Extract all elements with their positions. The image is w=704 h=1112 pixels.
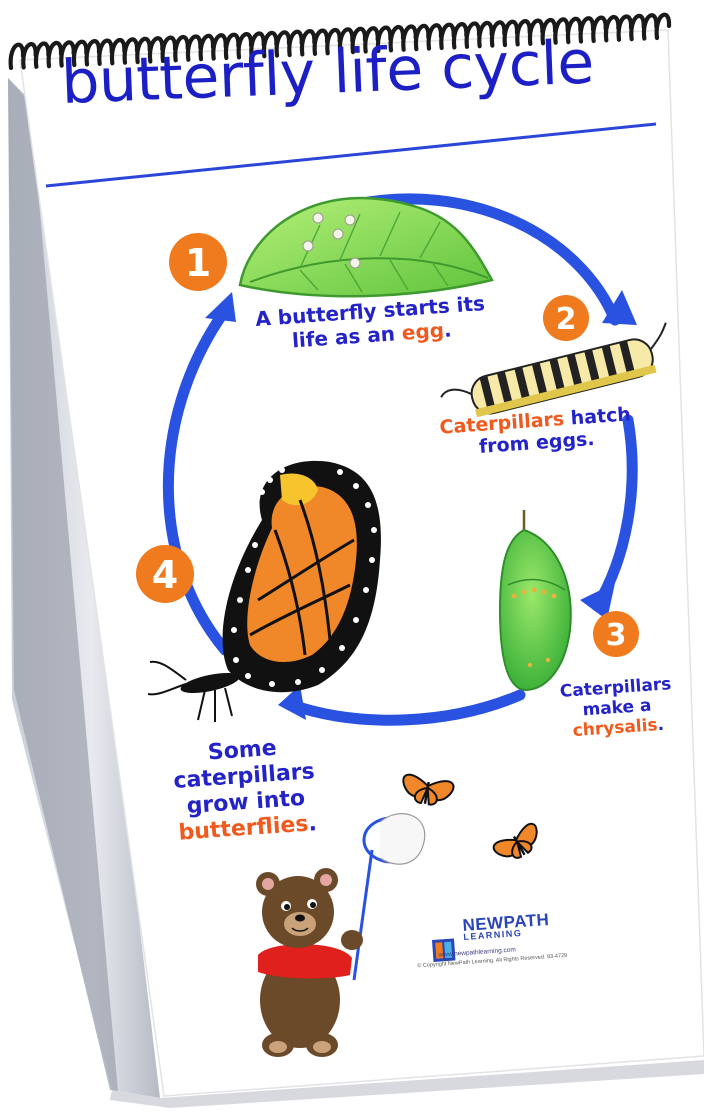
easel-side-shadow <box>8 78 118 1092</box>
spiral-binding <box>8 12 672 71</box>
egg <box>344 214 356 226</box>
egg <box>349 257 361 269</box>
arrow-egg-to-caterpillar <box>346 193 621 326</box>
step-1-highlight: egg <box>400 317 445 345</box>
arrowhead-3 <box>278 685 306 720</box>
arrow-butterfly-to-egg <box>162 309 231 656</box>
leaf-with-eggs-illustration <box>238 196 494 298</box>
easel-base-shadow <box>110 1060 704 1108</box>
chrysalis-illustration <box>498 510 572 692</box>
arrowhead-1 <box>602 290 637 325</box>
step-badge-2: 2 <box>543 295 589 341</box>
arrowhead-2 <box>580 583 615 620</box>
teddy-bear-with-net-illustration <box>256 813 426 1057</box>
egg <box>332 228 344 240</box>
step-badge-1: 1 <box>169 233 227 291</box>
egg <box>312 212 324 224</box>
spiral-coil <box>654 12 672 41</box>
newpath-logo-mark-icon <box>432 938 456 962</box>
step-number-1: 1 <box>185 241 211 285</box>
arrow-heads <box>205 290 637 720</box>
small-butterfly-1 <box>402 773 455 806</box>
step-3-caption: Caterpillars make a chrysalis. <box>550 674 684 743</box>
arrow-chrysalis-to-butterfly <box>286 689 526 726</box>
title-underline <box>45 122 657 188</box>
arrowhead-4 <box>205 292 236 322</box>
step-4-caption: Some caterpillars grow into butterflies. <box>147 731 344 848</box>
step-number-3: 3 <box>606 618 627 653</box>
egg <box>302 240 314 252</box>
step-number-4: 4 <box>152 553 178 597</box>
step-badge-4: 4 <box>136 545 194 603</box>
monarch-butterfly-illustration <box>147 460 381 722</box>
step-badge-3: 3 <box>593 611 639 657</box>
step-number-2: 2 <box>556 302 577 337</box>
caterpillar-illustration <box>440 322 667 418</box>
small-butterfly-2 <box>492 822 538 859</box>
